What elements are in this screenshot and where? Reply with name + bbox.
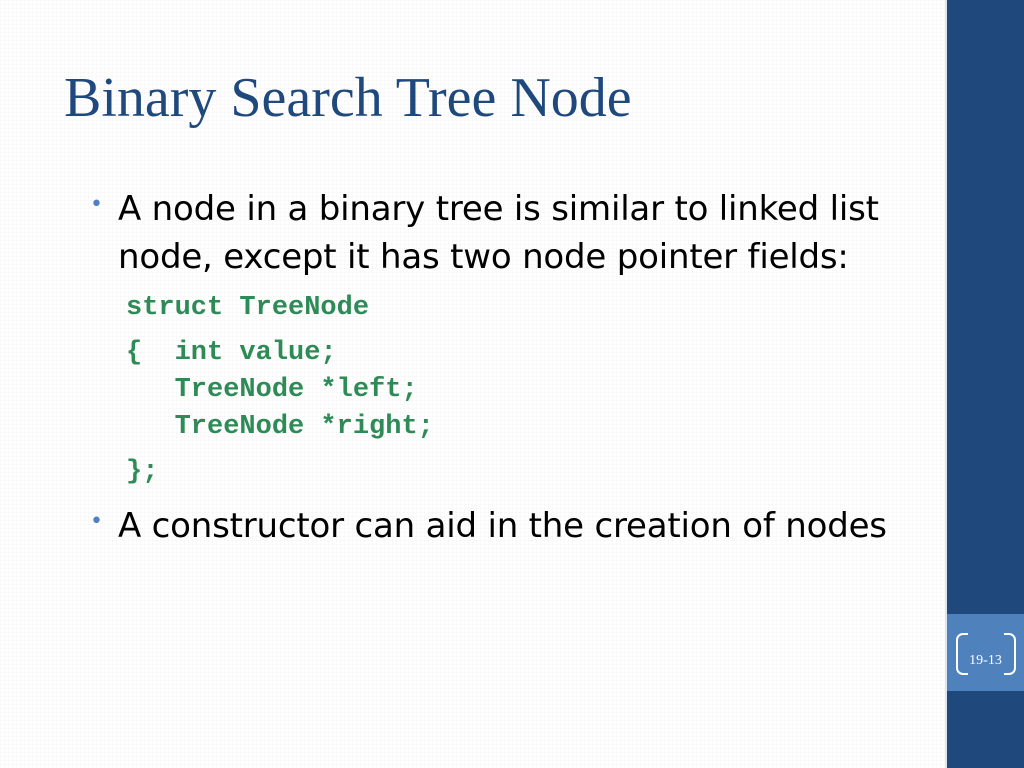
bullet-text-2: A constructor can aid in the creation of…: [118, 506, 887, 546]
sidebar-divider: [945, 0, 947, 768]
code-line-5: };: [126, 457, 159, 487]
page-number: 19-13: [969, 653, 1002, 668]
code-line-1: struct TreeNode: [126, 293, 370, 323]
bullet-text-1: A node in a binary tree is similar to li…: [118, 189, 879, 277]
bullet-item-2: • A constructor can aid in the creation …: [90, 502, 950, 550]
bullet-item-1: • A node in a binary tree is similar to …: [90, 185, 950, 281]
code-line-4: TreeNode *right;: [126, 412, 434, 442]
bullet-icon: •: [90, 192, 103, 217]
slide-title: Binary Search Tree Node: [64, 67, 632, 129]
page-bracket-mask: [968, 630, 1004, 678]
bullet-icon: •: [90, 509, 103, 534]
code-line-3: TreeNode *left;: [126, 375, 418, 405]
code-line-2: { int value;: [126, 338, 337, 368]
